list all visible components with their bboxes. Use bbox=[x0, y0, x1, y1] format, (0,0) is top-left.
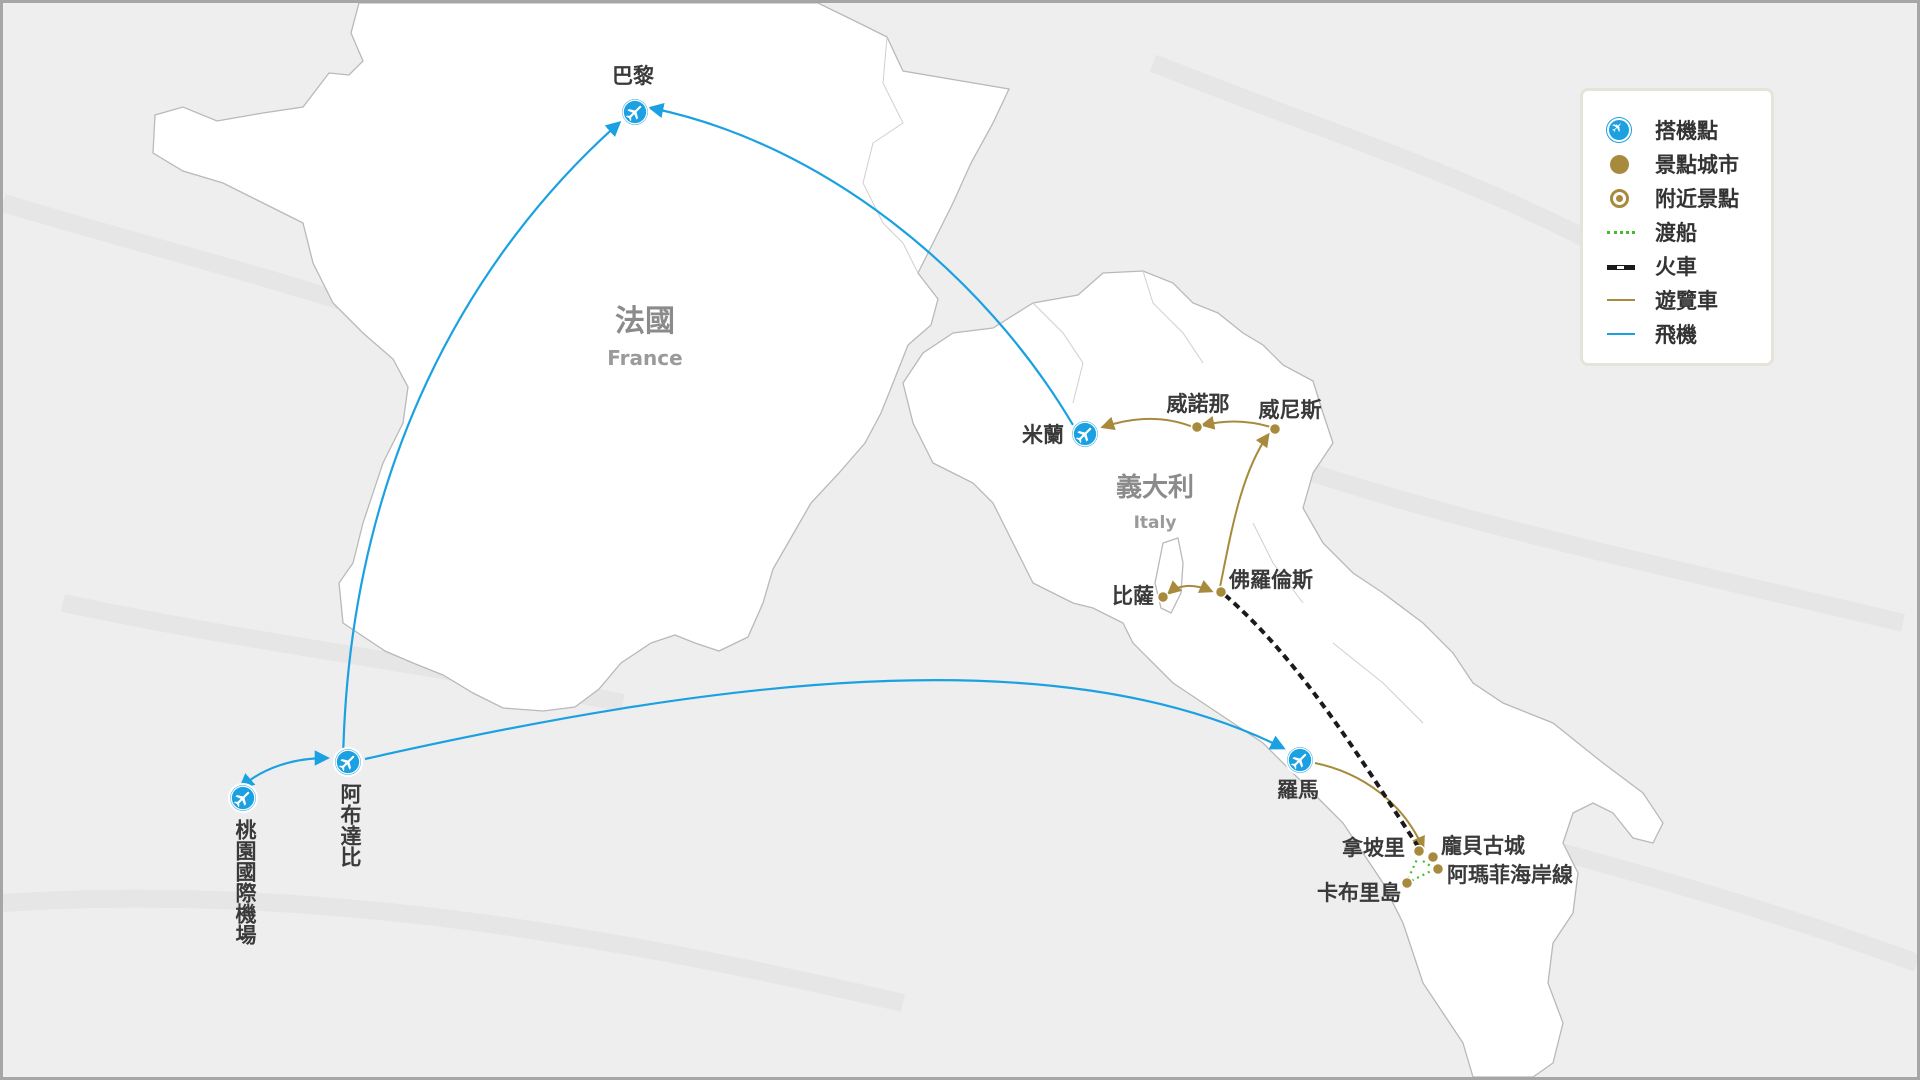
flight-routes bbox=[238, 102, 1286, 790]
italy-land bbox=[902, 270, 1664, 1077]
florence-dot bbox=[1214, 585, 1228, 599]
svg-text:Italy: Italy bbox=[1134, 513, 1177, 533]
milan-airport-icon bbox=[1070, 419, 1100, 449]
flight-abudhabi-paris bbox=[341, 120, 622, 764]
regional-borders bbox=[862, 36, 1424, 724]
bus-rome-pompeii bbox=[1314, 762, 1425, 851]
naples-dot bbox=[1412, 844, 1426, 858]
train-route bbox=[1223, 593, 1423, 853]
abudhabi-airport-icon bbox=[333, 747, 363, 777]
label-rome: 羅馬 bbox=[1277, 778, 1319, 802]
rome-airport-icon bbox=[1285, 745, 1315, 775]
airport-icon bbox=[1609, 120, 1629, 140]
legend-item-ferry: 渡船 bbox=[1605, 215, 1771, 249]
venice-dot bbox=[1268, 422, 1282, 436]
bus-venice-verona bbox=[1200, 415, 1272, 430]
label-taoyuan: 桃園國際機場 bbox=[233, 818, 257, 945]
pompeii-dot bbox=[1426, 850, 1440, 864]
legend-item-city: 景點城市 bbox=[1605, 147, 1771, 181]
country-label-france: 法國 France bbox=[607, 304, 682, 370]
label-venice: 威尼斯 bbox=[1259, 398, 1322, 422]
france-land bbox=[152, 3, 1010, 712]
landmass bbox=[152, 3, 1664, 1077]
label-pompeii: 龐貝古城 bbox=[1441, 834, 1525, 858]
route-map: 法國 France 義大利 Italy bbox=[3, 3, 1917, 1077]
place-labels: 巴黎 米蘭 威諾那 威尼斯 佛羅倫斯 比薩 羅馬 拿坡里 龐貝古城 阿瑪菲海岸線… bbox=[233, 64, 1573, 945]
amalfi-dot bbox=[1431, 862, 1445, 876]
bus-routes bbox=[1100, 415, 1425, 851]
flight-abudhabi-rome bbox=[364, 679, 1286, 761]
pisa-dot bbox=[1156, 590, 1170, 604]
label-florence: 佛羅倫斯 bbox=[1228, 568, 1313, 592]
paris-airport-icon bbox=[620, 97, 650, 127]
label-paris: 巴黎 bbox=[612, 64, 654, 88]
flight-taoyuan-abudhabi bbox=[238, 750, 331, 790]
capri-dot bbox=[1400, 876, 1414, 890]
legend-item-train: 火車 bbox=[1605, 249, 1771, 283]
bus-florence-venice bbox=[1219, 432, 1270, 588]
country-label-italy: 義大利 Italy bbox=[1116, 473, 1194, 533]
legend-item-flight: 飛機 bbox=[1605, 317, 1771, 351]
train-line-icon bbox=[1607, 265, 1635, 270]
city-dot-icon bbox=[1610, 155, 1629, 174]
city-dots bbox=[1156, 420, 1445, 890]
bus-line-icon bbox=[1607, 299, 1635, 301]
bus-florence-pisa bbox=[1166, 580, 1214, 595]
label-naples: 拿坡里 bbox=[1341, 836, 1405, 860]
bus-verona-milan bbox=[1100, 416, 1194, 431]
svg-text:義大利: 義大利 bbox=[1116, 473, 1194, 503]
svg-text:法國: 法國 bbox=[615, 304, 675, 339]
nearby-ring-icon bbox=[1610, 189, 1629, 208]
label-verona: 威諾那 bbox=[1167, 392, 1230, 416]
ferry-line-icon bbox=[1607, 231, 1635, 234]
legend-item-bus: 遊覽車 bbox=[1605, 283, 1771, 317]
map-legend: 搭機點 景點城市 附近景點 渡船 火車 遊覽車 飛機 bbox=[1580, 88, 1774, 366]
label-pisa: 比薩 bbox=[1112, 584, 1154, 608]
legend-item-nearby: 附近景點 bbox=[1605, 181, 1771, 215]
verona-dot bbox=[1190, 420, 1204, 434]
legend-item-airport: 搭機點 bbox=[1605, 113, 1771, 147]
label-capri: 卡布里島 bbox=[1317, 881, 1401, 905]
svg-text:France: France bbox=[607, 346, 682, 370]
flight-line-icon bbox=[1607, 333, 1635, 335]
label-milan: 米蘭 bbox=[1022, 423, 1064, 447]
label-amalfi: 阿瑪菲海岸線 bbox=[1447, 863, 1573, 887]
label-abudhabi: 阿布達比 bbox=[338, 783, 362, 868]
flight-milan-paris bbox=[647, 102, 1074, 426]
taoyuan-airport-icon bbox=[228, 783, 258, 813]
